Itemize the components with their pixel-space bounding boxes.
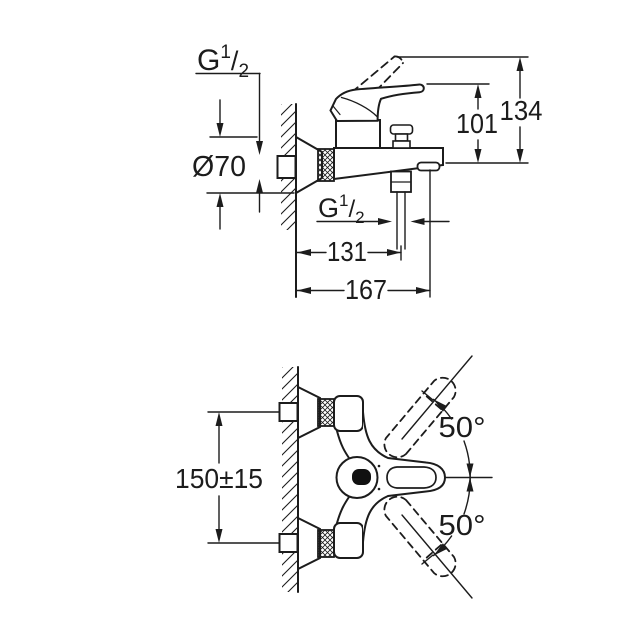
dim-131: 131 bbox=[296, 236, 402, 267]
inlet-union-square-top bbox=[278, 402, 299, 422]
dim-167: 167 bbox=[296, 169, 431, 305]
union-nut-top bbox=[317, 398, 335, 427]
union-nut-bottom bbox=[317, 529, 335, 558]
escutcheon-cone-bottom bbox=[297, 516, 321, 571]
lever-swing-up-dashed bbox=[383, 376, 457, 459]
lever-tip-ring bbox=[386, 466, 437, 489]
escutcheon-cone-top bbox=[297, 385, 321, 440]
lever-swing-down-dashed bbox=[383, 495, 457, 578]
label-angle-down: 50° bbox=[439, 510, 486, 542]
union-nut bbox=[317, 148, 335, 182]
body-housing-bottom bbox=[333, 522, 364, 559]
label-150: 150±15 bbox=[175, 463, 263, 494]
angle-annotation: 50° 50° bbox=[401, 355, 493, 599]
wall-section-front bbox=[282, 366, 299, 593]
dim-thread-wall: G1/2 bbox=[195, 42, 263, 213]
dim-diameter-70: Ø70 bbox=[192, 99, 295, 230]
inlet-union-square bbox=[276, 155, 297, 179]
label-131: 131 bbox=[327, 236, 367, 267]
dim-150-extensions bbox=[207, 411, 281, 544]
label-angle-up: 50° bbox=[439, 412, 486, 444]
faucet-body-front bbox=[335, 411, 447, 543]
bottom-view: 50° 50° 150±15 bbox=[175, 355, 493, 599]
shower-outlet bbox=[390, 170, 412, 250]
dim-134: 134 bbox=[396, 56, 543, 163]
label-134: 134 bbox=[500, 95, 543, 126]
thread-label: G bbox=[197, 44, 220, 77]
diverter-knob bbox=[389, 124, 414, 149]
angle-leg-down bbox=[401, 514, 473, 599]
lever-handle bbox=[329, 83, 425, 123]
label-diameter-70: Ø70 bbox=[192, 151, 246, 183]
svg-text:G1/2: G1/2 bbox=[197, 42, 249, 82]
body-housing-top bbox=[333, 395, 364, 432]
dim-150: 150±15 bbox=[175, 412, 263, 543]
cartridge-housing bbox=[335, 119, 381, 149]
svg-text:G1/2: G1/2 bbox=[318, 191, 365, 227]
dim-101: 101 bbox=[426, 83, 529, 164]
inlet-union-square-bottom bbox=[278, 533, 299, 553]
top-view: G1/2 Ø70 101 bbox=[192, 42, 543, 305]
label-101: 101 bbox=[456, 108, 498, 139]
label-167: 167 bbox=[345, 274, 387, 305]
dim-thread-shower: G1/2 bbox=[316, 191, 450, 227]
angle-leg-up bbox=[401, 355, 473, 440]
lever-gap-shadow bbox=[352, 469, 371, 485]
wall-section-side bbox=[281, 103, 297, 298]
aerator bbox=[416, 161, 441, 172]
